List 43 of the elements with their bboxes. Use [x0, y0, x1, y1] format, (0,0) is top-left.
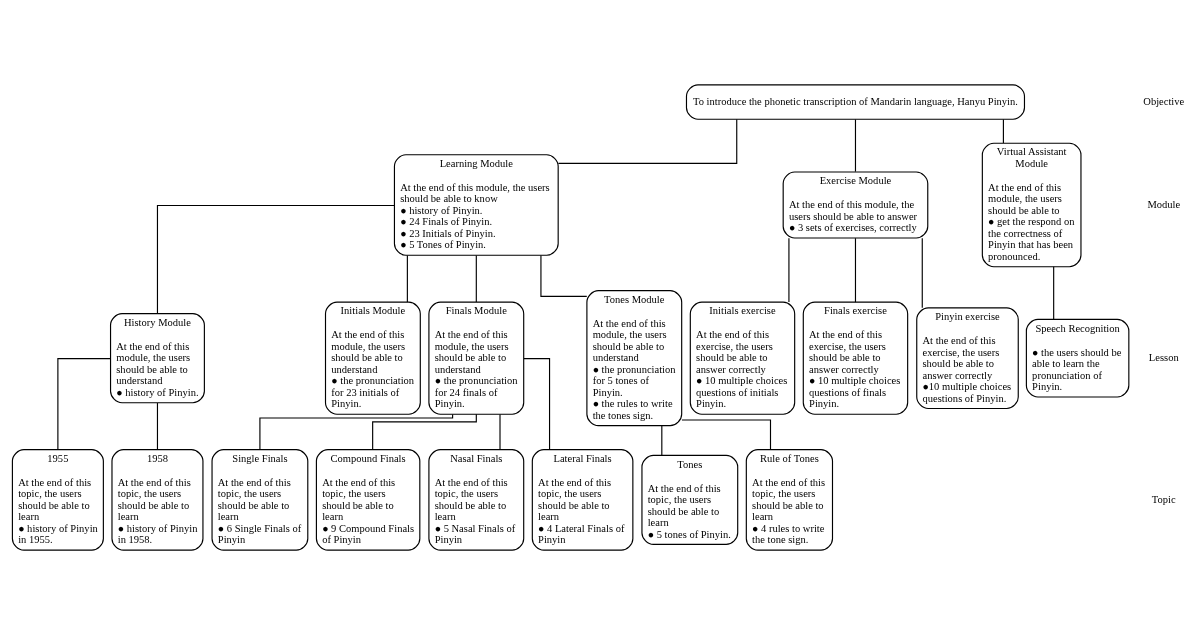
connector	[1053, 266, 1055, 320]
connector	[661, 425, 663, 456]
node-box: Initials Module At the end of this module, the users should be able to understand ● the pronunciation for 23 initials of Pinyin.	[324, 301, 421, 415]
connector	[523, 358, 551, 450]
node-box: Pinyin exercise At the end of this exercise, the users should be able to answer correctly ●10 multiple choices questions of Pinyin.	[916, 307, 1019, 410]
connector	[788, 237, 790, 303]
node-box: Nasal Finals At the end of this topic, the users should be able to learn ● 5 Nasal Finals of Pinyin	[428, 449, 525, 551]
connector	[259, 413, 454, 451]
connector	[156, 402, 159, 450]
node-box: Finals Module At the end of this module, the users should be able to understand ● the pronunciation for 24 finals of Pinyin.	[428, 301, 525, 415]
label: Objective	[1143, 95, 1185, 107]
connector	[406, 255, 408, 303]
node-box: Learning Module At the end of this module, the users should be able to know ● history of Pinyin. ● 24 Finals of Pinyin. ● 23 Initials of Pinyin. ● 5 Tones of Pinyin.	[393, 154, 559, 256]
connector	[681, 419, 772, 450]
node-box: 1958 At the end of this topic, the users should be able to learn ● history of Pinyin in 1958.	[111, 449, 204, 551]
node-box: Tones At the end of this topic, the users should be able to learn ● 5 tones of Pinyin.	[641, 454, 739, 545]
connector	[499, 414, 501, 450]
node-box: Speech Recognition ● the users should be able to learn the pronunciation of Pinyin.	[1025, 318, 1130, 398]
label: Module	[1147, 198, 1181, 210]
connector	[557, 118, 738, 164]
label: Topic	[1151, 493, 1176, 505]
node-box: Virtual Assistant Module At the end of this module, the users should be able to ● get the respond on the correctness of Pinyin that has been pronounced.	[981, 142, 1082, 268]
node-box: To introduce the phonetic transcription of Mandarin language, Hanyu Pinyin.	[685, 84, 1026, 120]
node-box: Finals exercise At the end of this exercise, the users should be able to answer correctly ● 10 multiple choices questions of finals Pinyin.	[802, 301, 909, 415]
node-box: Single Finals At the end of this topic, the users should be able to learn ● 6 Single Finals of Pinyin	[211, 449, 309, 551]
connector	[156, 204, 395, 315]
node-box: Lateral Finals At the end of this topic, the users should be able to learn ● 4 Lateral Finals of Pinyin	[531, 449, 634, 551]
connector	[372, 413, 477, 451]
connector	[854, 118, 857, 173]
node-box: Rule of Tones At the end of this topic, the users should be able to learn ● 4 rules to write the tone sign.	[745, 449, 834, 551]
connector	[540, 254, 588, 297]
connector	[1002, 118, 1004, 144]
connector	[475, 255, 477, 303]
node-box: Tones Module At the end of this module, the users should be able to understand ● the pronunciation for 5 tones of Pinyin. ● the rules to write the tones sign.	[586, 290, 683, 427]
node-box: Initials exercise At the end of this exercise, the users should be able to answer correctly ● 10 multiple choices questions of initials Pinyin.	[689, 301, 796, 415]
connector	[57, 358, 111, 450]
node-box: 1955 At the end of this topic, the users should be able to learn ● history of Pinyin in 1955.	[11, 449, 104, 551]
label: Lesson	[1148, 351, 1179, 363]
node-box: Compound Finals At the end of this topic, the users should be able to learn ● 9 Compound Finals of Pinyin	[315, 449, 421, 551]
node-box: History Module At the end of this module, the users should be able to understand ● history of Pinyin.	[109, 313, 205, 404]
connector	[921, 237, 923, 309]
connector	[854, 237, 857, 303]
node-box: Exercise Module At the end of this module, the users should be able to answer ● 3 sets of exercises, correctly	[782, 171, 929, 239]
